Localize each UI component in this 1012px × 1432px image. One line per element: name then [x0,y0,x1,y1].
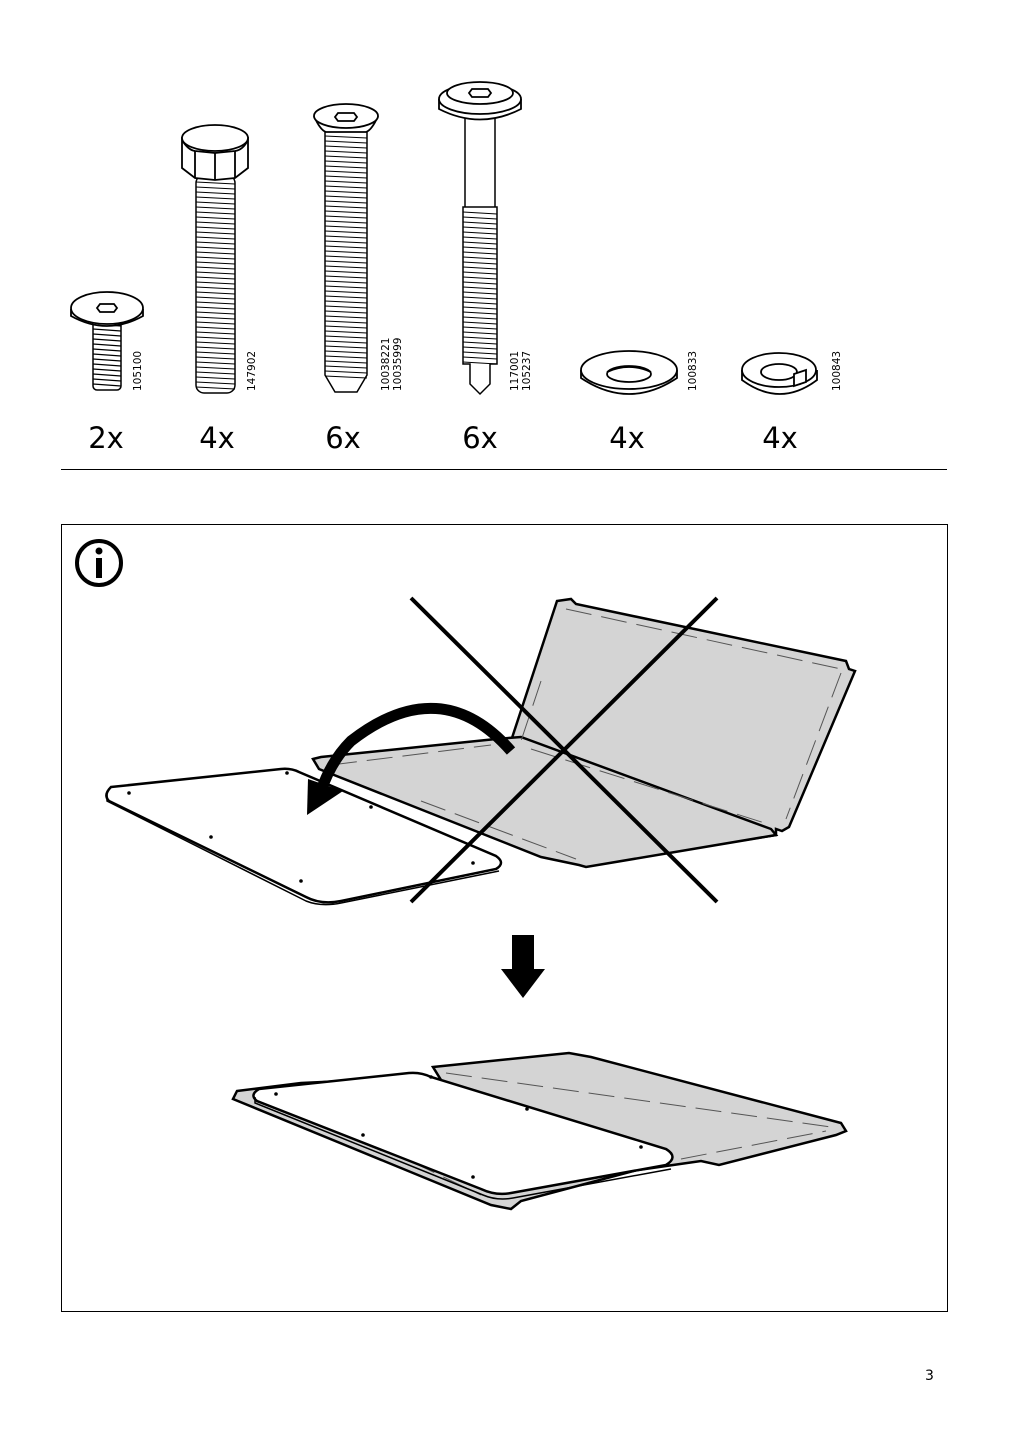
hex-bolt-icon [181,124,249,394]
spring-washer-icon [741,352,818,395]
part-quantity: 4x [609,421,645,455]
part-quantity: 4x [199,421,235,455]
part-quantity: 2x [88,421,124,455]
incorrect-orientation-illustration [105,596,857,906]
part-quantity: 6x [325,421,361,455]
parts-list: 105100 2x 147902 4x [0,0,1012,470]
down-arrow-icon [501,935,545,998]
flat-washer-icon [580,350,678,395]
panel-illustration [75,539,857,1211]
part-quantity: 4x [762,421,798,455]
page-number: 3 [925,1368,934,1384]
correct-orientation-illustration [231,1051,848,1211]
flat-head-bolt-icon [70,291,144,391]
info-panel [61,524,948,1312]
countersunk-bolt-icon [313,103,379,393]
part-code: 100843 [831,350,843,391]
info-icon [75,539,123,587]
long-shank-bolt-icon [438,81,522,396]
section-divider [61,469,947,470]
part-quantity: 6x [462,421,498,455]
